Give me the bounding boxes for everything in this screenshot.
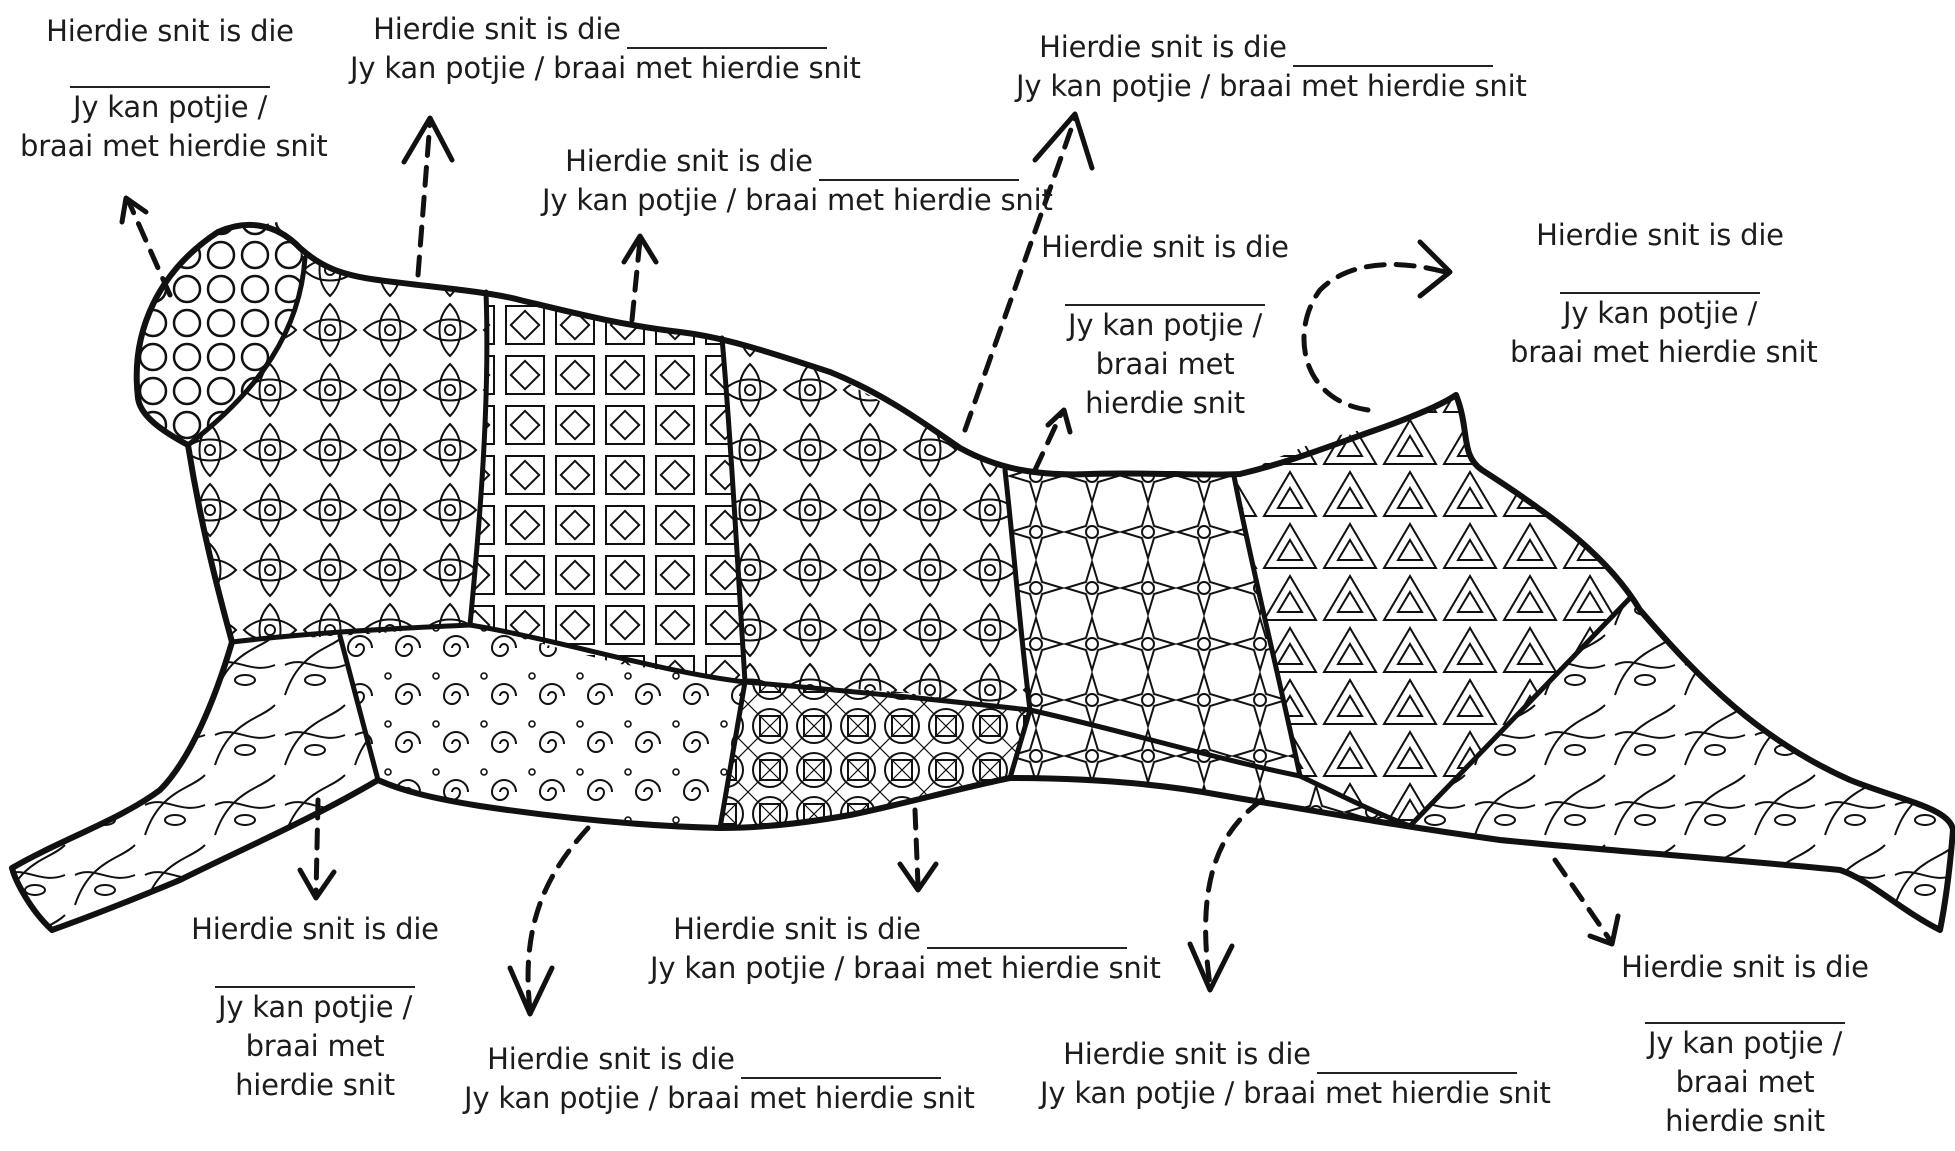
- label-prompt: Hierdie snit is die: [1039, 30, 1287, 64]
- label-hint: hierdie snit: [180, 1066, 450, 1105]
- label-hint: hierdie snit: [1610, 1102, 1880, 1141]
- label-hint: Jy kan potjie / braai met hierdie snit: [1040, 1074, 1540, 1113]
- label-prompt: Hierdie snit is die: [373, 12, 621, 46]
- label-hint: braai met: [180, 1027, 450, 1066]
- arrow-neck: [128, 200, 170, 295]
- label-hint: Jy kan potjie /: [1510, 294, 1810, 333]
- label-shin-front: Hierdie snit is die Jy kan potjie / braa…: [180, 910, 450, 1105]
- label-prompt: Hierdie snit is die: [1510, 216, 1810, 255]
- label-prompt: Hierdie snit is die: [180, 910, 450, 949]
- label-hint: Jy kan potjie / braai met hierdie snit: [542, 181, 1042, 220]
- label-hint: Jy kan potjie / braai met hierdie snit: [350, 49, 850, 88]
- label-hint: Jy kan potjie /: [180, 988, 450, 1027]
- arrow-shin-front: [316, 800, 318, 895]
- label-prompt: Hierdie snit is die: [1030, 228, 1300, 267]
- cut-rib[interactable]: [470, 292, 745, 682]
- label-hint: Jy kan potjie /: [20, 88, 320, 127]
- label-hint: Jy kan potjie /: [1610, 1024, 1880, 1063]
- label-prompt: Hierdie snit is die: [673, 912, 921, 946]
- arrow-topside: [1555, 860, 1610, 940]
- label-shin-hind: Hierdie snit is die Jy kan potjie / braa…: [1610, 948, 1880, 1141]
- label-rib: Hierdie snit is die Jy kan potjie / braa…: [542, 142, 1042, 220]
- label-prompt: Hierdie snit is die: [1063, 1037, 1311, 1071]
- label-plate: Hierdie snit is die Jy kan potjie / braa…: [650, 910, 1150, 988]
- label-hint: Jy kan potjie / braai met hierdie snit: [650, 949, 1150, 988]
- arrow-rib: [632, 240, 640, 320]
- arrow-rump: [1304, 265, 1445, 410]
- label-prompt: Hierdie snit is die: [565, 144, 813, 178]
- label-prompt: Hierdie snit is die: [1610, 948, 1880, 987]
- arrow-plate: [915, 810, 918, 885]
- label-hint: hierdie snit: [1030, 384, 1300, 423]
- label-hint: Jy kan potjie /: [1030, 306, 1300, 345]
- label-hint: braai met: [1610, 1063, 1880, 1102]
- label-chuck: Hierdie snit is die Jy kan potjie / braa…: [350, 10, 850, 88]
- arrow-chuck: [418, 122, 430, 275]
- label-prompt: Hierdie snit is die: [487, 1042, 735, 1076]
- label-rump: Hierdie snit is die Jy kan potjie / braa…: [1510, 216, 1810, 372]
- answer-blank[interactable]: [1293, 35, 1493, 67]
- label-prompt: Hierdie snit is die: [20, 12, 320, 51]
- answer-blank[interactable]: [819, 149, 1019, 181]
- arrow-brisket: [528, 828, 588, 1010]
- answer-blank[interactable]: [1317, 1042, 1517, 1074]
- label-wing-rib: Hierdie snit is die Jy kan potjie / braa…: [1016, 28, 1516, 106]
- answer-blank[interactable]: [927, 917, 1127, 949]
- label-hint: Jy kan potjie / braai met hierdie snit: [464, 1079, 964, 1118]
- label-hint: braai met hierdie snit: [1510, 333, 1810, 372]
- answer-blank[interactable]: [741, 1047, 941, 1079]
- arrow-flank: [1206, 800, 1262, 985]
- label-loin: Hierdie snit is die Jy kan potjie / braa…: [1030, 228, 1300, 423]
- answer-blank[interactable]: [627, 17, 827, 49]
- label-hint: braai met: [1030, 345, 1300, 384]
- label-neck: Hierdie snit is die Jy kan potjie / braa…: [20, 12, 320, 166]
- label-brisket: Hierdie snit is die Jy kan potjie / braa…: [464, 1040, 964, 1118]
- label-flank: Hierdie snit is die Jy kan potjie / braa…: [1040, 1035, 1540, 1113]
- label-hint: Jy kan potjie / braai met hierdie snit: [1016, 67, 1516, 106]
- label-hint: braai met hierdie snit: [20, 127, 320, 166]
